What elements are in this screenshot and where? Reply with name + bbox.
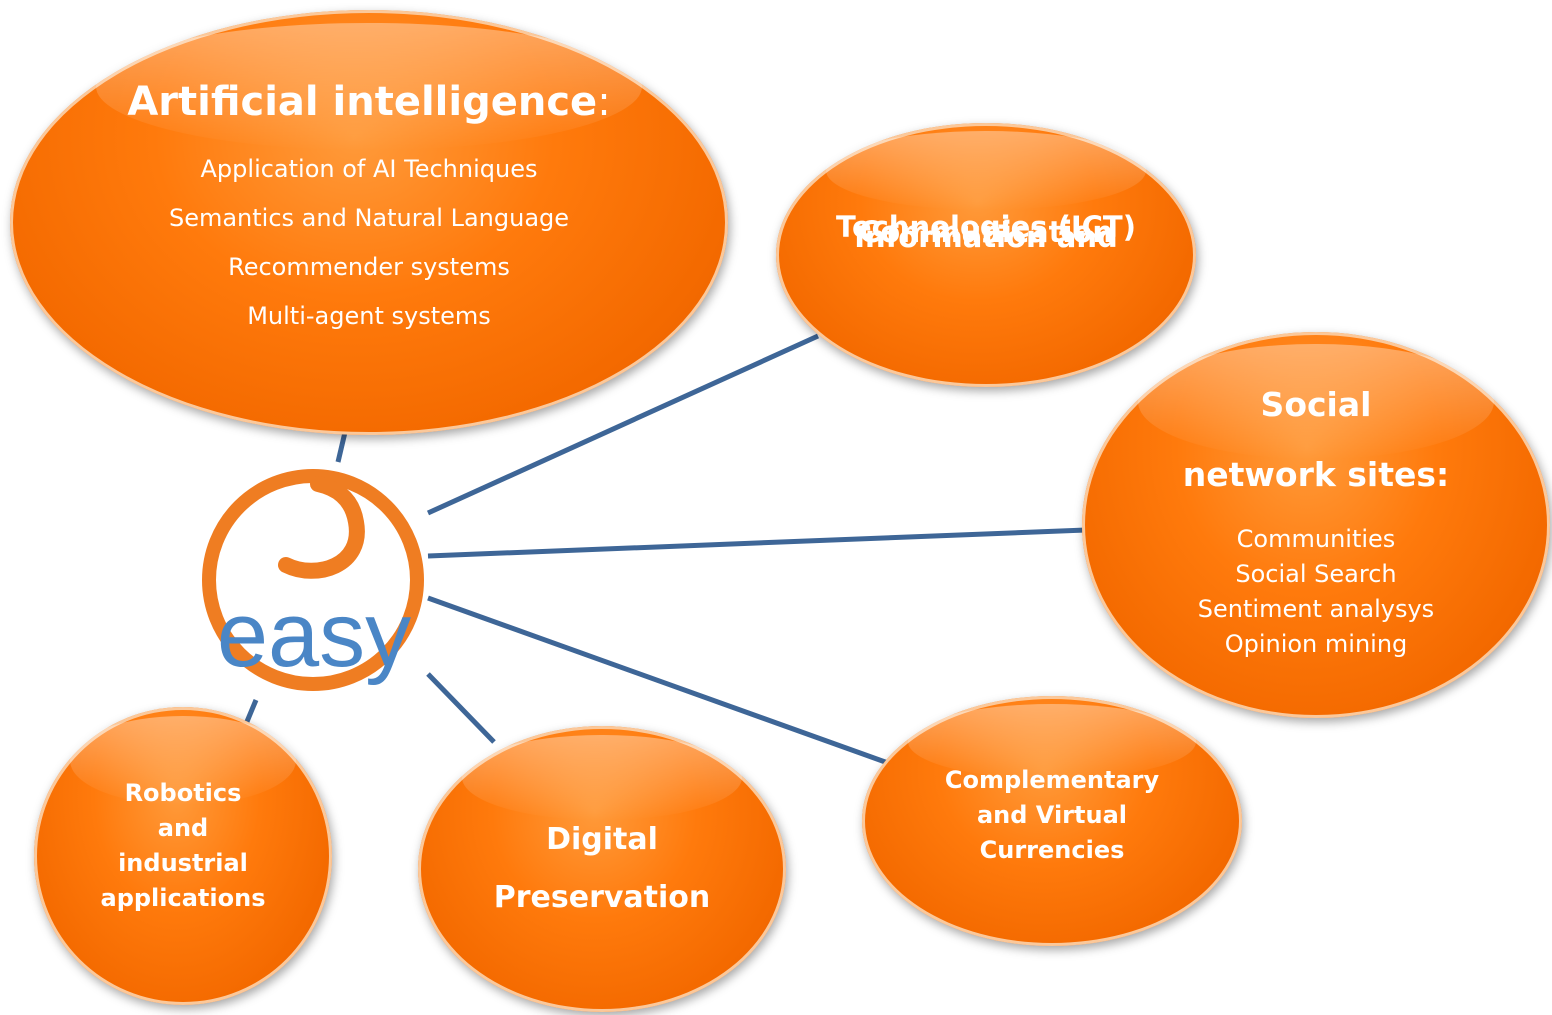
connector-currencies xyxy=(427,595,889,766)
currencies-title-line: Complementary xyxy=(944,765,1160,794)
ict-title-line: Information and xyxy=(854,219,1118,254)
bubble-social-network-sites: Social network sites: Communities Social… xyxy=(1082,332,1550,718)
ai-item: Multi-agent systems xyxy=(247,301,491,330)
bubble-ict: Information and Communication Technologi… xyxy=(776,123,1196,387)
connector-social xyxy=(427,527,1087,559)
robotics-title-line: and xyxy=(157,814,209,842)
digital-title-line: Digital xyxy=(546,822,658,857)
logo-ring xyxy=(202,469,424,691)
bubble-artificial-intelligence: Artificial intelligence: Application of … xyxy=(10,10,728,435)
social-title-line: Social xyxy=(1260,385,1372,424)
social-item: Opinion mining xyxy=(1224,630,1408,658)
connector-digital xyxy=(426,672,496,744)
social-item: Communities xyxy=(1236,525,1396,553)
currencies-title-line: and Virtual xyxy=(976,800,1127,829)
ict-title-line: Technologies (ICT) xyxy=(836,209,1136,244)
ai-item: Recommender systems xyxy=(228,252,510,281)
robotics-title-line: Robotics xyxy=(124,779,242,807)
robotics-title-line: applications xyxy=(100,884,266,912)
bubble-robotics: Robotics and industrial applications xyxy=(34,707,332,1005)
digital-title-line: Preservation xyxy=(493,880,711,915)
bubble-digital-preservation: Digital Preservation xyxy=(418,726,786,1012)
social-title-line: network sites: xyxy=(1182,455,1450,494)
social-item: Sentiment analysys xyxy=(1197,595,1435,623)
ai-item: Application of AI Techniques xyxy=(200,154,538,183)
logo-swoosh xyxy=(278,476,365,579)
robotics-title-line: industrial xyxy=(118,849,248,877)
easy-logo: easy xyxy=(196,469,432,700)
ai-title-suffix: : xyxy=(597,78,611,125)
ict-title-line: Communication xyxy=(858,214,1113,249)
ai-title-text: Artificial intelligence xyxy=(127,78,598,125)
logo-text: easy xyxy=(217,584,411,686)
connector-ict xyxy=(426,333,820,516)
currencies-title-line: Currencies xyxy=(979,835,1125,864)
ai-title: Artificial intelligence: xyxy=(127,79,610,125)
bubble-virtual-currencies: Complementary and Virtual Currencies xyxy=(862,696,1242,946)
ai-item: Semantics and Natural Language xyxy=(168,203,570,232)
connector-robotics xyxy=(243,699,259,725)
social-item: Social Search xyxy=(1235,560,1397,588)
